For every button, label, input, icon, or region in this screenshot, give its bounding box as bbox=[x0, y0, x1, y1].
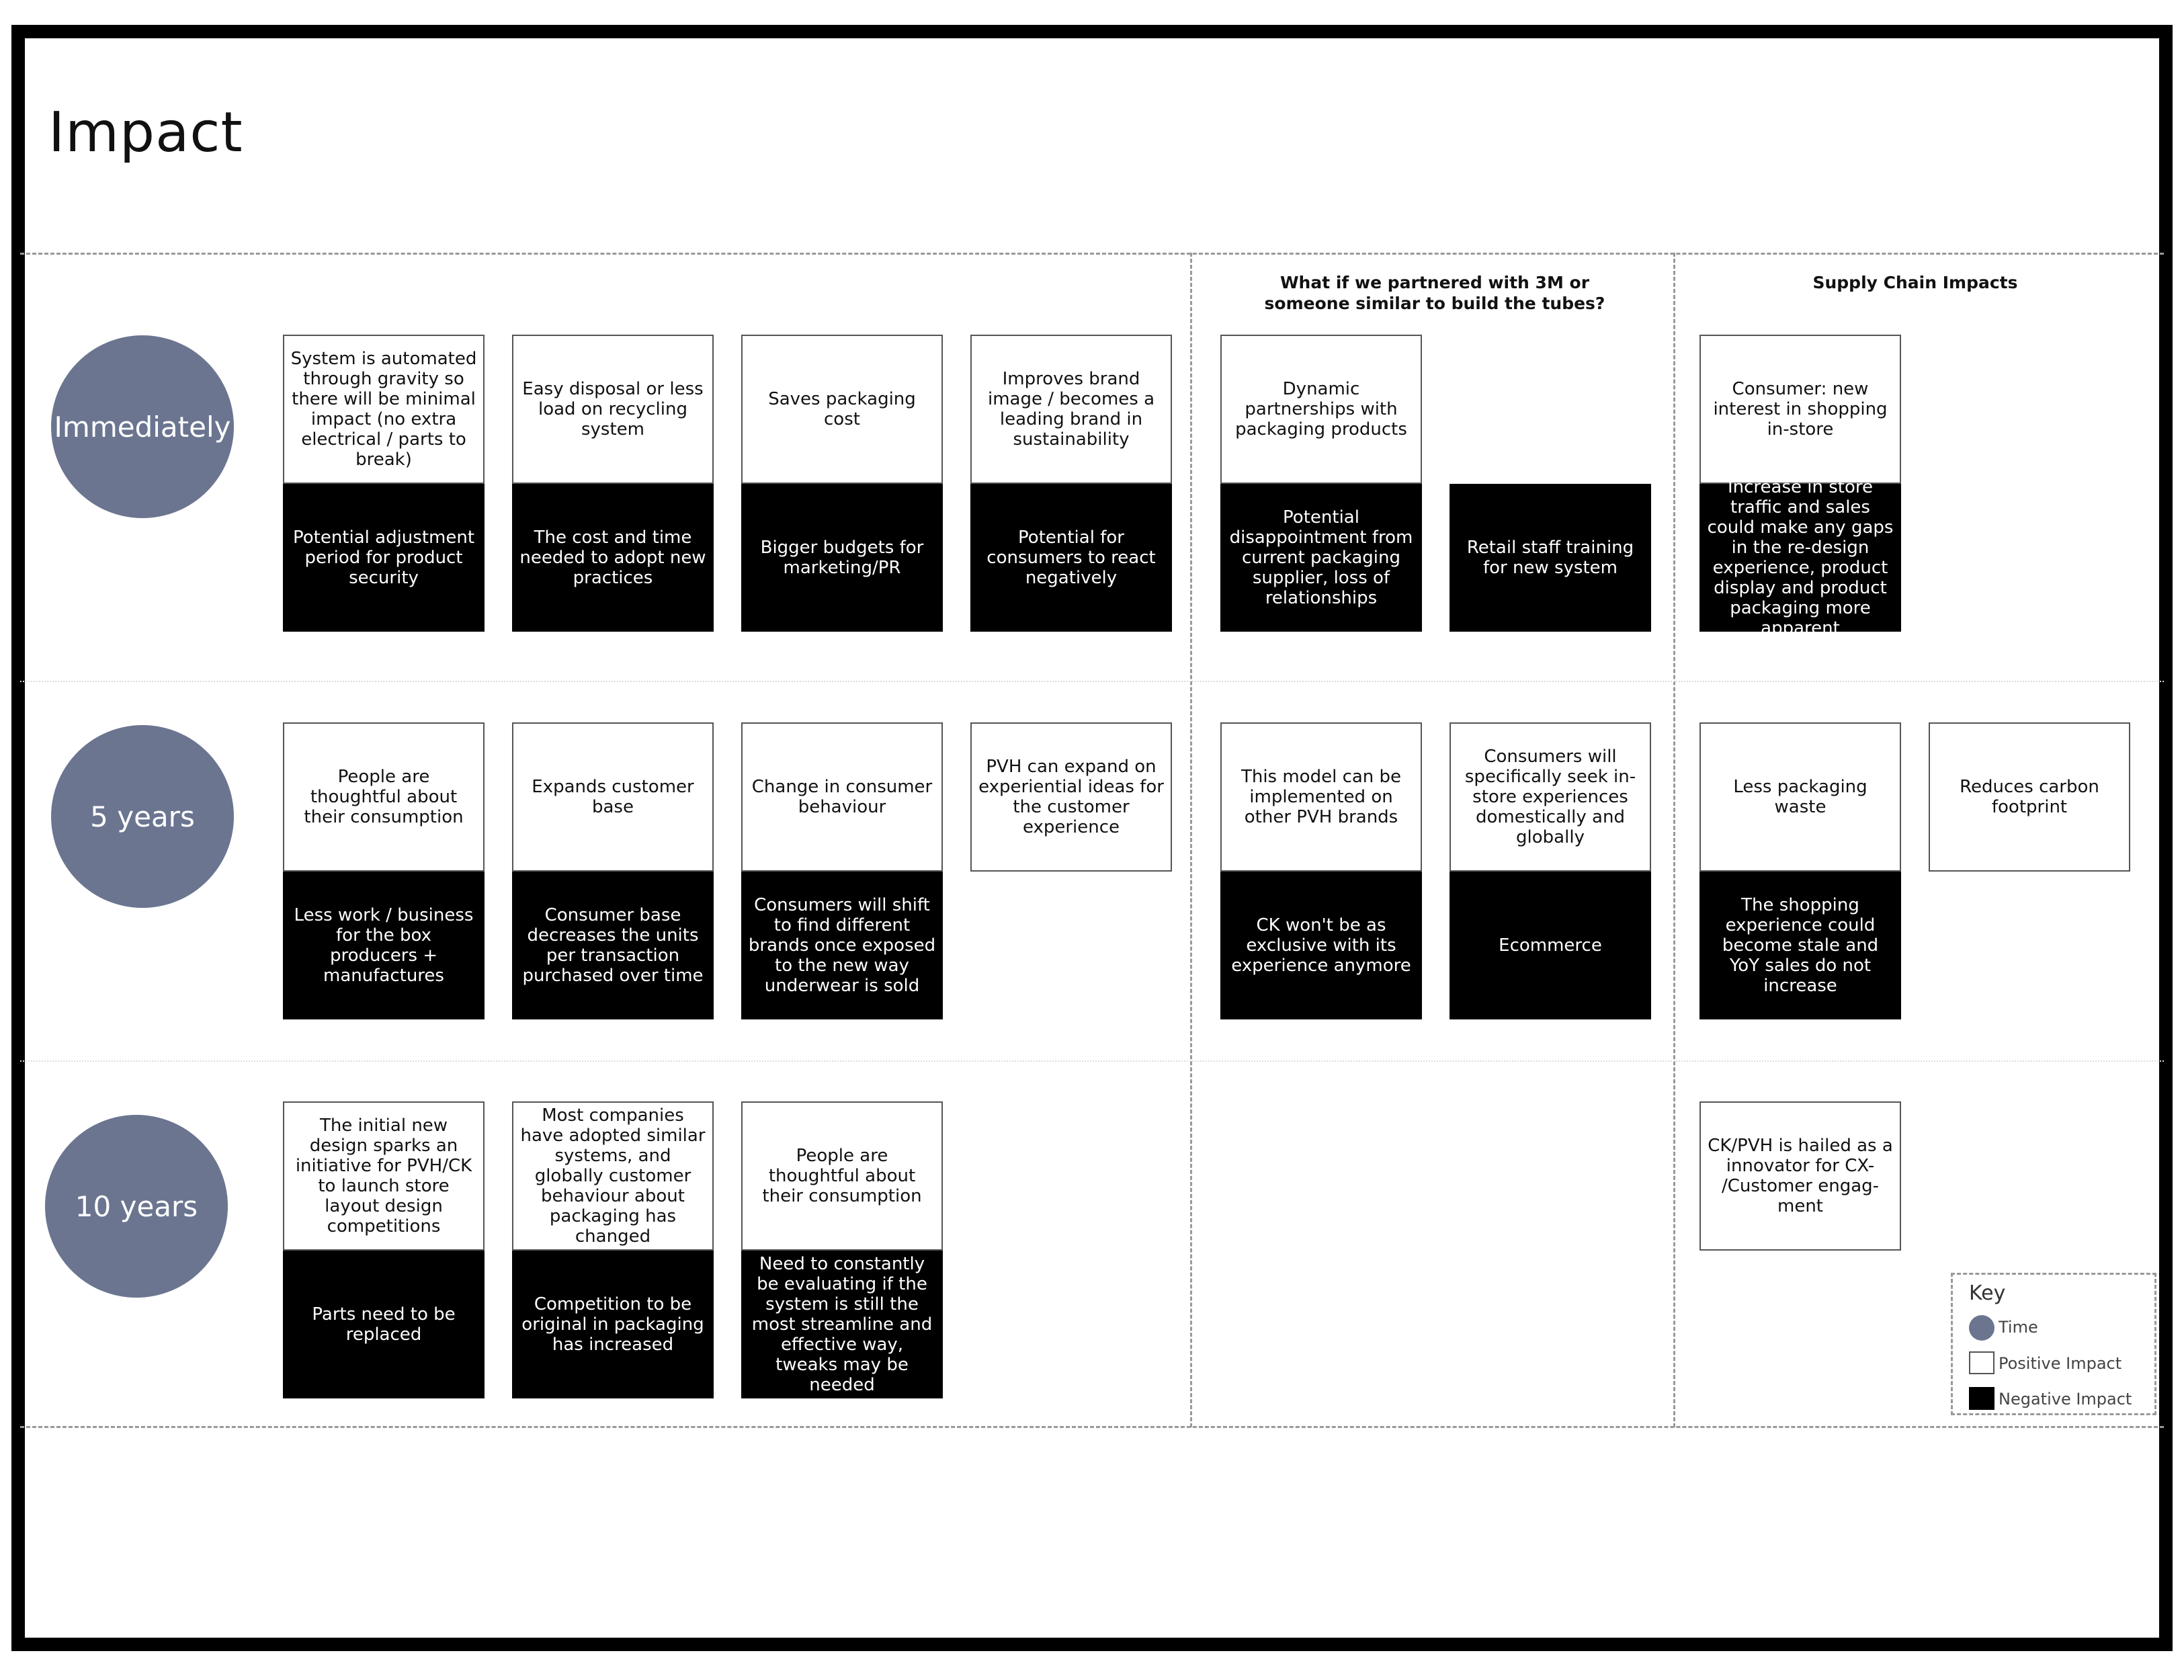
negative-impact-card: Need to constantly be evaluating if the … bbox=[741, 1251, 943, 1398]
positive-impact-card: Dynamic partnerships with packaging prod… bbox=[1220, 335, 1422, 484]
negative-impact-card: CK won't be as exclusive with its experi… bbox=[1220, 872, 1422, 1019]
positive-impact-card: The initial new design sparks an initiat… bbox=[283, 1101, 485, 1251]
time-circle-5-years: 5 years bbox=[51, 725, 234, 908]
positive-impact-card: PVH can expand on experiential ideas for… bbox=[970, 722, 1172, 872]
legend-positive-label: Positive Impact bbox=[1999, 1354, 2122, 1373]
grid-top-line bbox=[20, 253, 2164, 255]
negative-impact-card: Potential adjustment period for product … bbox=[283, 484, 485, 632]
negative-impact-card: Parts need to be replaced bbox=[283, 1251, 485, 1398]
legend-negative-label: Negative Impact bbox=[1999, 1390, 2132, 1409]
negative-impact-card: Less work / business for the box produce… bbox=[283, 872, 485, 1019]
positive-impact-card: This model can be implemented on other P… bbox=[1220, 722, 1422, 872]
negative-impact-card: Consumers will shift to find different b… bbox=[741, 872, 943, 1019]
column-header-supply-chain: Supply Chain Impacts bbox=[1812, 273, 2018, 292]
positive-impact-card: Easy disposal or less load on recycling … bbox=[512, 335, 714, 484]
row-divider-1 bbox=[20, 681, 2164, 682]
negative-impact-card: The shopping experience could become sta… bbox=[1699, 872, 1901, 1019]
positive-impact-card: Most companies have adopted similar syst… bbox=[512, 1101, 714, 1251]
legend-time-label: Time bbox=[1999, 1318, 2038, 1337]
positive-swatch-icon bbox=[1969, 1351, 1994, 1374]
positive-impact-card: Less packaging waste bbox=[1699, 722, 1901, 872]
negative-impact-card: The cost and time needed to adopt new pr… bbox=[512, 484, 714, 632]
positive-impact-card: CK/PVH is hailed as a innovator for CX- … bbox=[1699, 1101, 1901, 1251]
column-header-partner: What if we partnered with 3M or someone … bbox=[1264, 273, 1605, 313]
negative-impact-card: Potential disappointment from current pa… bbox=[1220, 484, 1422, 632]
negative-impact-card: Ecommerce bbox=[1450, 872, 1651, 1019]
column-divider-partner bbox=[1190, 253, 1192, 1427]
negative-impact-card: Competition to be original in packaging … bbox=[512, 1251, 714, 1398]
negative-impact-card: Bigger budgets for marketing/PR bbox=[741, 484, 943, 632]
time-circle-immediately: Immediately bbox=[51, 335, 234, 518]
positive-impact-card: Reduces carbon footprint bbox=[1929, 722, 2130, 872]
page-title: Impact bbox=[48, 101, 243, 165]
negative-impact-card: Retail staff training for new system bbox=[1450, 484, 1651, 632]
column-divider-supply bbox=[1673, 253, 1675, 1427]
negative-impact-card: Consumer base decreases the units per tr… bbox=[512, 872, 714, 1019]
positive-impact-card: Expands customer base bbox=[512, 722, 714, 872]
negative-impact-card: Increase in store traffic and sales coul… bbox=[1699, 477, 1901, 638]
grid-bottom-line bbox=[20, 1426, 2164, 1428]
time-circle-10-years: 10 years bbox=[45, 1115, 228, 1298]
negative-impact-card: Potential for consumers to react negativ… bbox=[970, 484, 1172, 632]
time-swatch-icon bbox=[1969, 1315, 1994, 1341]
positive-impact-card: Saves packaging cost bbox=[741, 335, 943, 484]
positive-impact-card: People are thoughtful about their consum… bbox=[741, 1101, 943, 1251]
positive-impact-card: People are thoughtful about their consum… bbox=[283, 722, 485, 872]
positive-impact-card: Change in consumer behaviour bbox=[741, 722, 943, 872]
legend-title: Key bbox=[1969, 1282, 2006, 1305]
positive-impact-card: System is automated through gravity so t… bbox=[283, 335, 485, 484]
negative-swatch-icon bbox=[1969, 1387, 1994, 1410]
row-divider-2 bbox=[20, 1060, 2164, 1062]
positive-impact-card: Improves brand image / becomes a leading… bbox=[970, 335, 1172, 484]
positive-impact-card: Consumer: new interest in shopping in-st… bbox=[1699, 335, 1901, 484]
positive-impact-card: Consumers will specifically seek in-stor… bbox=[1450, 722, 1651, 872]
legend-key: Key Time Positive Impact Negative Impact bbox=[1951, 1273, 2156, 1415]
